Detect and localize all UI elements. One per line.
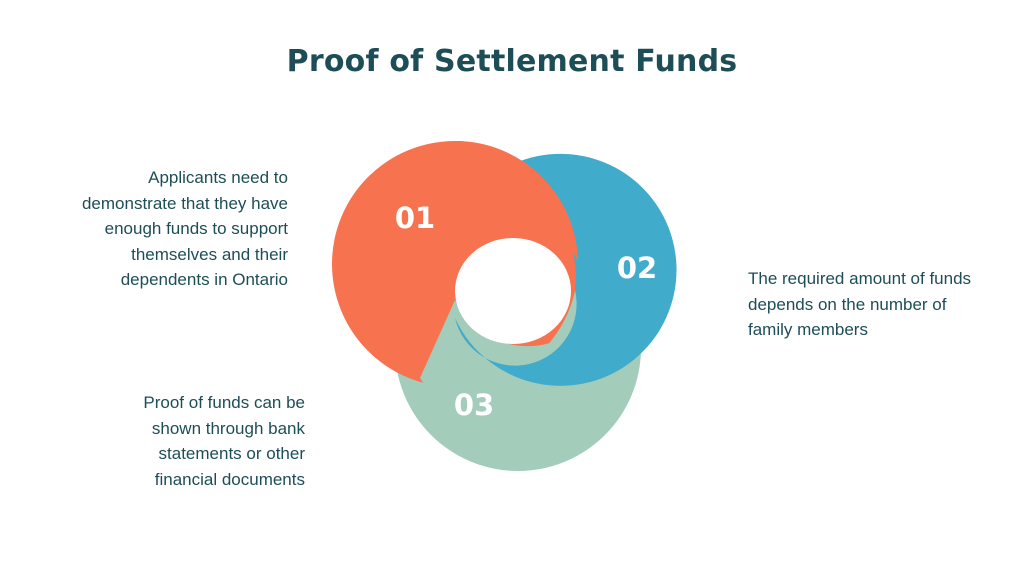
item-03-description: Proof of funds can be shown through bank… [143,393,305,489]
segment-02-shape [455,153,677,386]
segment-02-number: 02 [617,251,657,285]
item-02-description: The required amount of funds depends on … [748,269,972,339]
center-hole [455,238,571,344]
segment-03-number: 03 [454,388,494,422]
segment-01-overlap [455,141,578,262]
page-title: Proof of Settlement Funds [286,44,738,79]
segment-01-number: 01 [395,201,435,235]
item-01-description: Applicants need to demonstrate that they… [81,168,288,289]
